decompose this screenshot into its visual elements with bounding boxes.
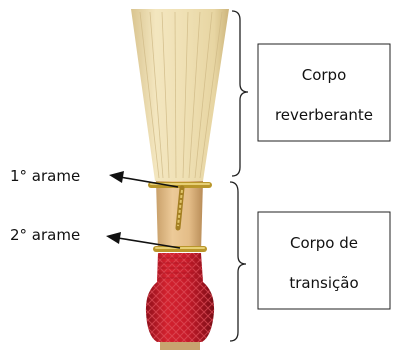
lower-label-box (258, 212, 390, 309)
second-wire (153, 246, 207, 252)
upper-label-box (258, 44, 390, 141)
lower-bracket (230, 182, 246, 341)
thread-binding (146, 253, 214, 350)
first-wire-label: 1° arame (10, 167, 80, 185)
upper-bracket (232, 11, 248, 176)
upper-label-line2: reverberante (275, 106, 373, 124)
second-wire-label: 2° arame (10, 226, 80, 244)
reed-blade (131, 9, 229, 181)
upper-label-line1: Corpo (302, 66, 347, 84)
lower-label-line2: transição (289, 274, 358, 292)
lower-label-line1: Corpo de (290, 234, 358, 252)
